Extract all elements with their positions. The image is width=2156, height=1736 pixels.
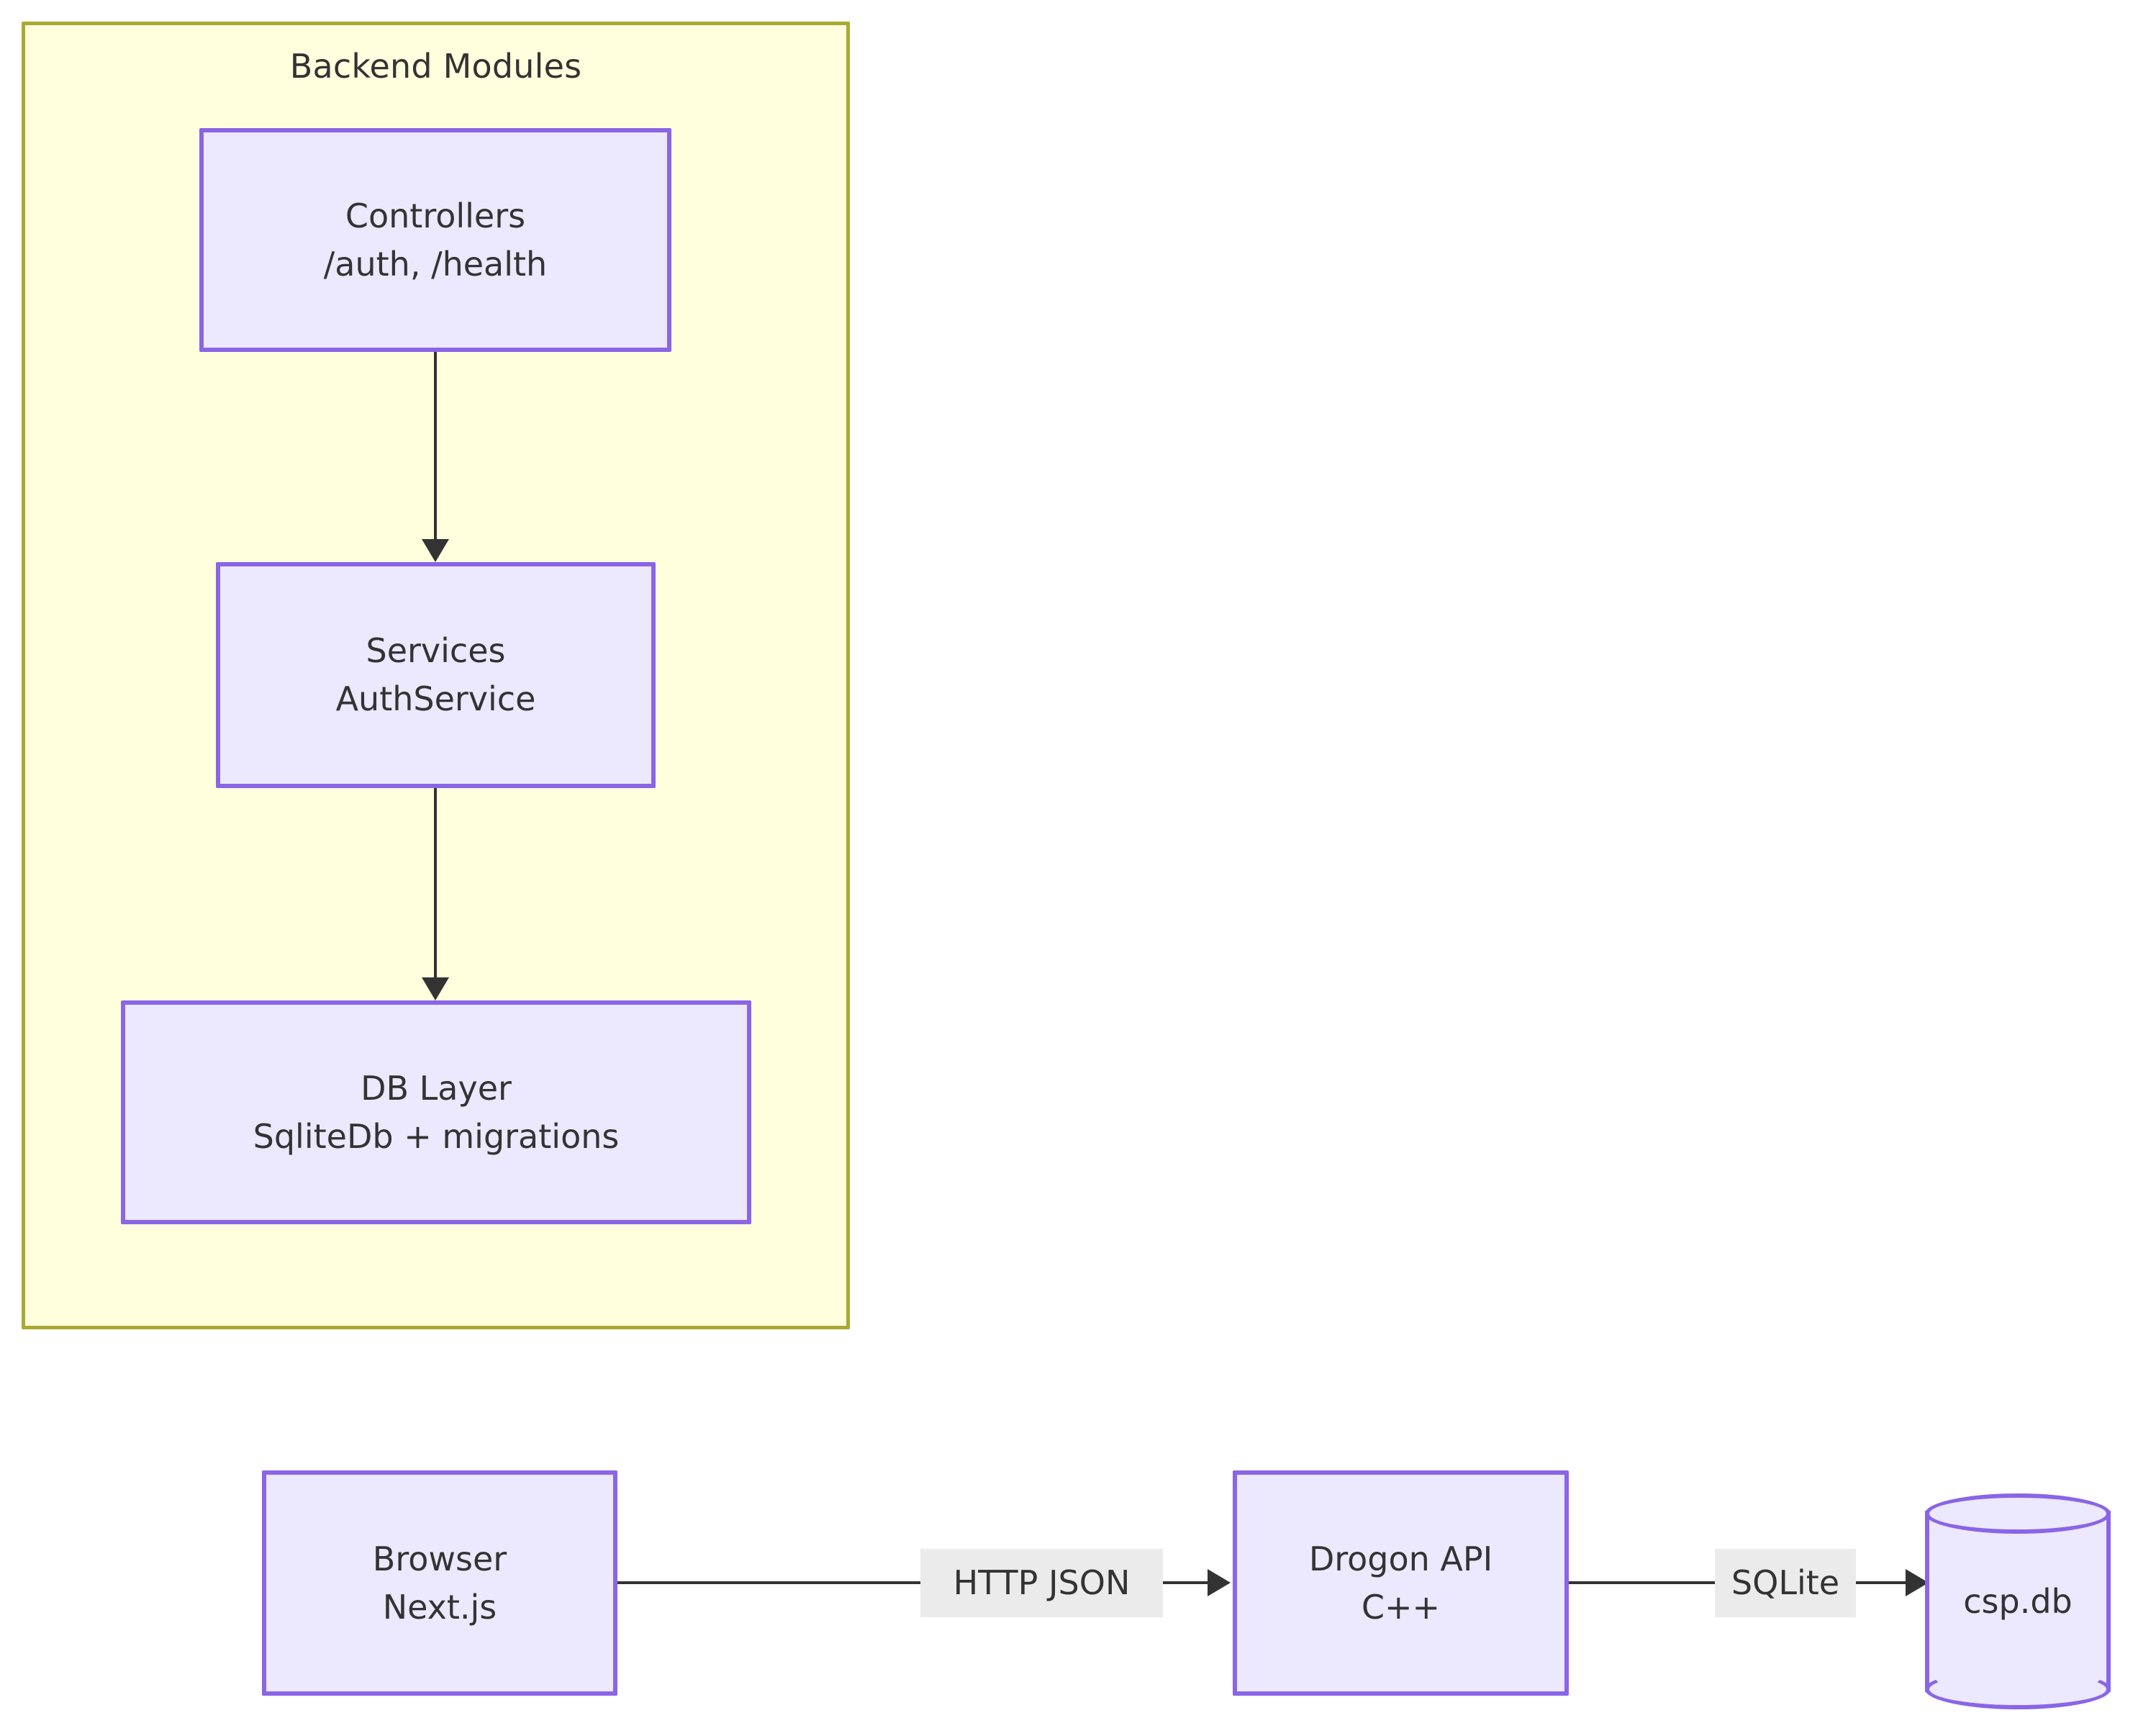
cylinder-body: [1925, 1511, 2111, 1692]
node-services[interactable]: Services AuthService: [216, 562, 656, 788]
edge-label-http-json: HTTP JSON: [920, 1549, 1163, 1617]
node-controllers-line1: Controllers: [345, 196, 526, 235]
node-drogon-api-line2: C++: [1361, 1587, 1441, 1627]
node-db-layer-line2: SqliteDb + migrations: [253, 1116, 620, 1156]
node-database-label: csp.db: [1963, 1582, 2073, 1621]
node-controllers-line2: /auth, /health: [323, 244, 548, 284]
arrowhead-browser-to-api: [1208, 1569, 1231, 1596]
cylinder-bottom-cap: [1925, 1669, 2111, 1709]
node-browser-line1: Browser: [372, 1539, 507, 1578]
arrowhead-api-to-database: [1906, 1569, 1929, 1596]
node-drogon-api-line1: Drogon API: [1308, 1539, 1493, 1578]
node-browser[interactable]: Browser Next.js: [262, 1470, 617, 1696]
subgraph-title: Backend Modules: [289, 47, 582, 86]
node-database-csp-db[interactable]: csp.db: [1925, 1493, 2111, 1709]
node-db-layer-line1: DB Layer: [361, 1068, 512, 1108]
node-controllers[interactable]: Controllers /auth, /health: [199, 128, 671, 352]
cylinder-top-cap: [1925, 1493, 2111, 1534]
edge-label-sqlite: SQLite: [1715, 1549, 1856, 1617]
arrowhead-services-to-db-layer: [422, 977, 449, 1000]
arrowhead-controllers-to-services: [422, 539, 449, 562]
node-services-line1: Services: [366, 631, 506, 671]
node-db-layer[interactable]: DB Layer SqliteDb + migrations: [121, 1000, 751, 1224]
edge-controllers-to-services: [434, 352, 437, 541]
node-drogon-api[interactable]: Drogon API C++: [1233, 1470, 1569, 1696]
edge-services-to-db-layer: [434, 788, 437, 979]
node-browser-line2: Next.js: [382, 1587, 497, 1627]
node-services-line2: AuthService: [335, 679, 536, 718]
